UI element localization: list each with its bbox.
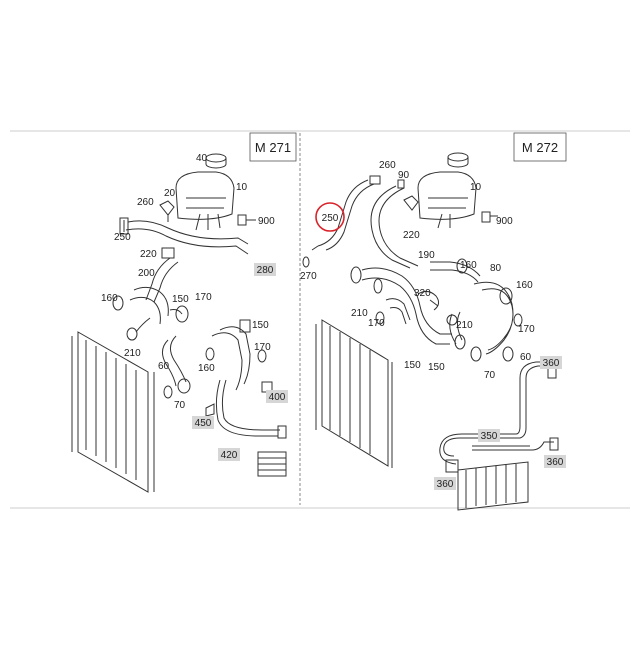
label-r-900: 900 — [496, 216, 513, 227]
panel-title-m271: M 271 — [255, 140, 291, 155]
label-160: 160 — [101, 293, 118, 304]
boxed-label-420: 420 — [221, 450, 238, 461]
label-10: 10 — [236, 182, 248, 193]
label-r-160: 160 — [516, 280, 533, 291]
title-box-m272: M 272 — [513, 132, 567, 162]
left-part-labels: 40 20 10 260 900 250 220 200 160 150 170… — [101, 153, 275, 411]
label-r-70: 70 — [484, 370, 496, 381]
label-210: 210 — [124, 348, 141, 359]
label-r-90: 90 — [398, 170, 410, 181]
label-150: 150 — [172, 294, 189, 305]
label-260: 260 — [137, 197, 154, 208]
label-r-150b: 150 — [404, 360, 421, 371]
boxed-label-360-bottom: 360 — [437, 479, 454, 490]
highlight-circle — [315, 202, 345, 232]
transmission-cooler — [457, 461, 529, 511]
radiator-left — [77, 331, 149, 493]
boxed-label-360-right: 360 — [547, 457, 564, 468]
label-170: 170 — [195, 292, 212, 303]
expansion-tank — [175, 171, 235, 220]
cooler-lines — [439, 361, 546, 465]
label-170b: 170 — [254, 342, 271, 353]
right-assembly-drawing — [302, 152, 559, 511]
panel-title-m272: M 272 — [522, 140, 558, 155]
label-r-160b: 160 — [460, 260, 477, 271]
label-160b: 160 — [198, 363, 215, 374]
label-r-150: 150 — [428, 362, 445, 373]
label-r-170: 170 — [518, 324, 535, 335]
label-250-highlight: 250 — [322, 213, 339, 224]
label-r-270: 270 — [300, 271, 317, 282]
label-60: 60 — [158, 361, 170, 372]
boxed-label-400: 400 — [269, 392, 286, 403]
label-r-210: 210 — [351, 308, 368, 319]
boxed-label-280: 280 — [257, 265, 274, 276]
label-r-190: 190 — [418, 250, 435, 261]
label-r-80: 80 — [490, 263, 502, 274]
label-70: 70 — [174, 400, 186, 411]
label-40: 40 — [196, 153, 208, 164]
label-r-220: 220 — [403, 230, 420, 241]
right-boxed-labels: 360 350 360 360 — [434, 356, 566, 490]
label-r-260: 260 — [379, 160, 396, 171]
label-20: 20 — [164, 188, 176, 199]
label-200: 200 — [138, 268, 155, 279]
label-r-170b: 170 — [368, 318, 385, 329]
label-r-320: 320 — [414, 288, 431, 299]
title-box-m271: M 271 — [249, 132, 297, 162]
boxed-label-450: 450 — [195, 418, 212, 429]
diagram-frame — [10, 130, 630, 509]
label-r-210b: 210 — [456, 320, 473, 331]
expansion-tank-right — [417, 171, 477, 220]
boxed-label-360-top: 360 — [543, 358, 560, 369]
label-220: 220 — [140, 249, 157, 260]
hose-250 — [317, 179, 375, 251]
left-boxed-labels: 280 400 450 420 — [192, 263, 288, 461]
oil-cooler — [257, 451, 287, 477]
cap-part — [205, 153, 227, 163]
label-r-10: 10 — [470, 182, 482, 193]
label-150b: 150 — [252, 320, 269, 331]
label-900: 900 — [258, 216, 275, 227]
left-assembly-drawing — [71, 153, 287, 493]
label-r-60: 60 — [520, 352, 532, 363]
boxed-label-350: 350 — [481, 431, 498, 442]
radiator-right — [321, 319, 389, 467]
label-250: 250 — [114, 232, 131, 243]
right-part-labels: 260 90 10 900 270 220 190 80 320 160 170… — [300, 160, 535, 381]
